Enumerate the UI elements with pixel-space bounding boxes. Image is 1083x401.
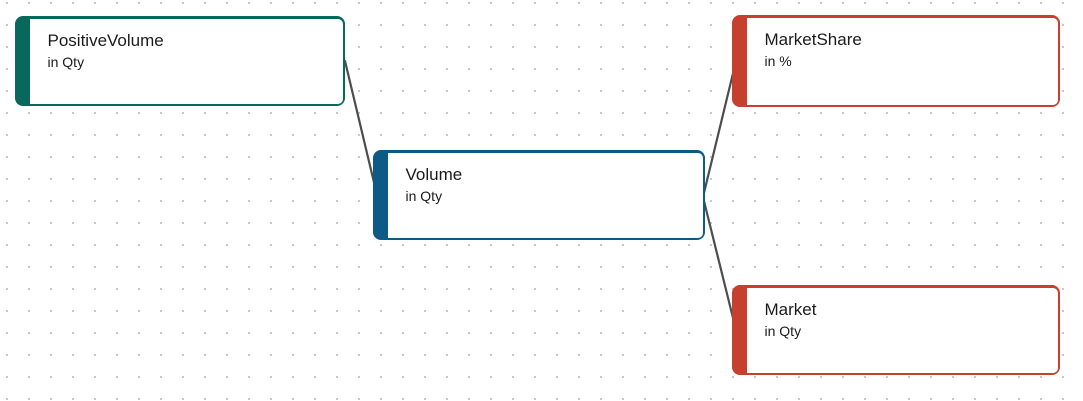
node-body: MarketShare in % <box>746 17 1058 105</box>
node-title: Market <box>764 299 817 319</box>
edge-volume-market[interactable] <box>701 195 738 332</box>
node-accent-bar <box>376 153 388 238</box>
node-market[interactable]: Market in Qty <box>732 285 1060 375</box>
edge-volume-marketshare[interactable] <box>701 59 738 199</box>
node-accent-bar <box>735 288 747 373</box>
node-body: PositiveVolume in Qty <box>29 18 343 104</box>
node-body: Market in Qty <box>746 287 1058 373</box>
node-unit: in Qty <box>764 322 802 339</box>
node-market-share[interactable]: MarketShare in % <box>732 15 1060 107</box>
node-positive-volume[interactable]: PositiveVolume in Qty <box>15 16 345 106</box>
node-title: MarketShare <box>764 29 862 49</box>
node-body: Volume in Qty <box>387 152 703 238</box>
edge-positivevolume-volume[interactable] <box>343 59 379 197</box>
node-title: PositiveVolume <box>47 30 164 50</box>
node-accent-bar <box>18 19 30 104</box>
node-unit: in % <box>764 52 792 69</box>
node-accent-bar <box>735 18 747 105</box>
node-volume[interactable]: Volume in Qty <box>373 150 705 240</box>
node-unit: in Qty <box>47 53 85 70</box>
node-title: Volume <box>405 164 463 184</box>
node-unit: in Qty <box>405 187 443 204</box>
